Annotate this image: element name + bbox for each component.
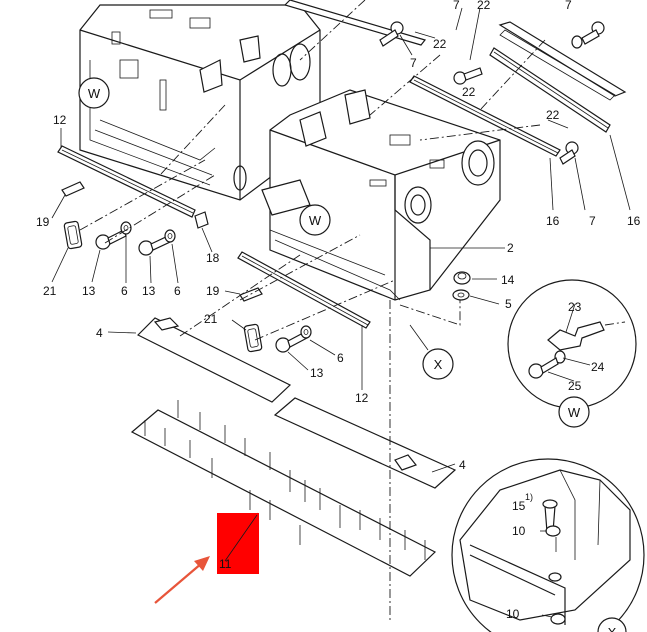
callout-15: 15 [512,499,526,513]
callout-2: 2 [507,241,514,255]
callout-24: 24 [591,360,605,374]
detail-view-x [451,458,645,632]
side-panel-right [498,21,627,101]
highlight-box-part-11 [217,513,259,574]
callout-12-lower: 12 [355,391,369,405]
detail-view-w [507,279,637,428]
bolt-13-left [95,229,127,250]
callout-16-right: 16 [546,214,560,228]
callout-10-upper: 10 [512,524,526,538]
washer-6-mid [164,229,176,243]
washer-5 [452,289,470,301]
callout-13-left: 13 [82,284,96,298]
mounting-strip-far-right [489,47,611,133]
view-markers: W W X W X [78,77,617,632]
cover-plate-lower [273,397,457,489]
callout-21-left: 21 [43,284,57,298]
bolt-7-top [379,21,404,47]
callout-11: 11 [219,557,232,571]
base-plate-studs [144,400,426,560]
callout-footnote-1: 1) [525,492,533,502]
highlight-marker [217,513,259,574]
pin-19-left [61,181,85,197]
callout-19-left: 19 [36,215,50,229]
callout-7-right: 7 [589,214,596,228]
callout-6-mid: 6 [174,284,181,298]
mounting-strip-mid [237,251,371,329]
callout-6-lower: 6 [337,351,344,365]
callout-10-lower: 10 [506,607,520,621]
callout-21-mid: 21 [204,312,218,326]
callout-22-top: 22 [477,0,491,12]
callout-labels: 7 22 22 7 22 7 12 22 7 16 16 19 21 13 6 … [36,0,641,621]
callout-6-left: 6 [121,284,128,298]
view-marker-x: X [434,357,443,372]
callout-16-far-right: 16 [627,214,641,228]
washer-far-right [571,35,583,49]
housing-frame-front [261,89,501,301]
callout-19-mid: 19 [206,284,220,298]
callout-7-far-right: 7 [565,0,572,12]
washer-6-left [120,221,132,235]
alignment-lines [79,0,546,620]
callout-12-left: 12 [53,113,67,127]
base-plate [130,400,437,577]
callout-14: 14 [501,273,515,287]
bolt-7-far-right [581,21,605,45]
cover-plate-upper [136,317,292,403]
washer-6-lower [300,325,312,339]
detail-label-x: X [608,625,617,632]
callout-4-lower: 4 [459,458,466,472]
clip-18 [194,211,209,229]
bolt-7-mid [453,67,483,85]
view-marker-w-upper: W [88,86,101,101]
bolt-7-right [559,141,579,165]
nut-14 [453,271,471,285]
callout-7-top: 7 [453,0,460,12]
callout-7-upper: 7 [410,56,417,70]
callout-13-lower: 13 [310,366,324,380]
detail-label-w: W [568,405,581,420]
callout-5: 5 [505,297,512,311]
gasket-21-left [63,220,83,250]
gasket-21-mid [243,323,263,353]
callout-22-upper: 22 [433,37,447,51]
pointer-arrow [154,556,210,604]
view-marker-w-mid: W [309,213,322,228]
callout-4-upper: 4 [96,326,103,340]
callout-22-mid: 22 [462,85,476,99]
callout-22-right: 22 [546,108,560,122]
callout-23: 23 [568,300,582,314]
callout-18: 18 [206,251,220,265]
housing-frame-rear [79,4,321,201]
callout-13-mid: 13 [142,284,156,298]
callout-25: 25 [568,379,582,393]
